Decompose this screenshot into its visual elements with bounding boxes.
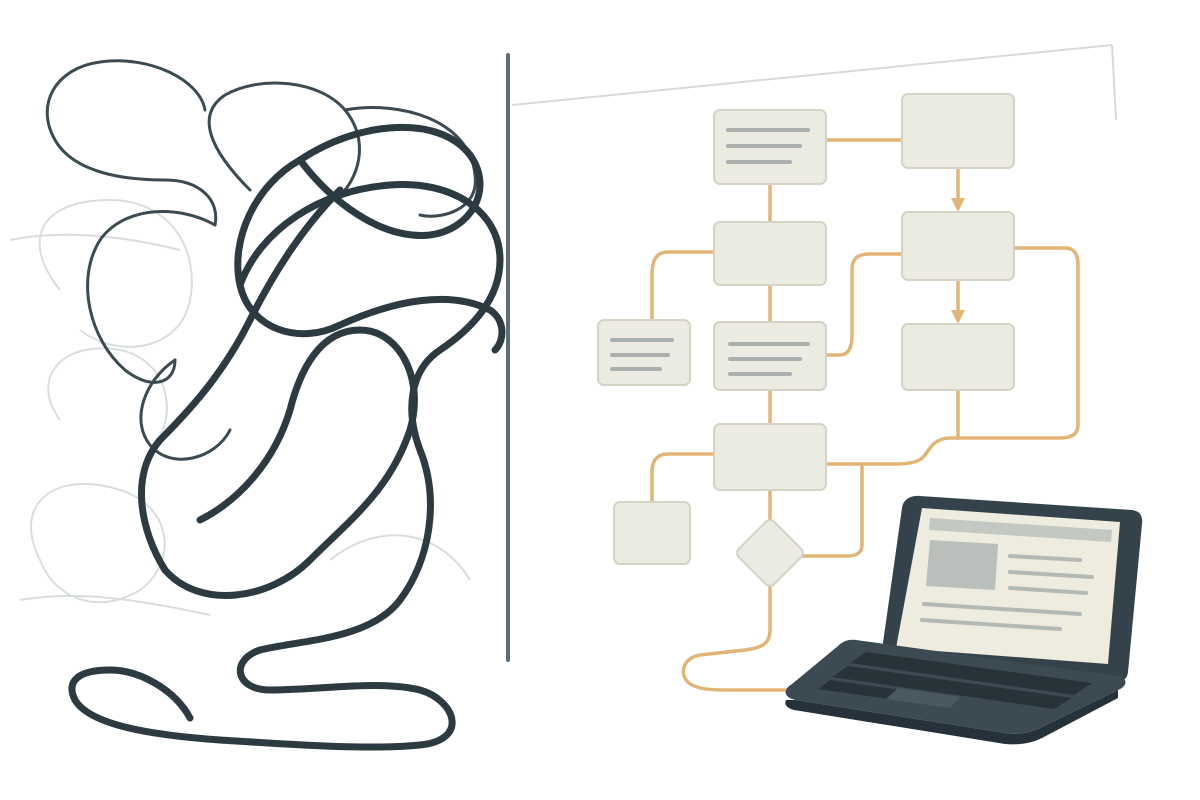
laptop-screen-content: [920, 518, 1112, 631]
flow-box: [901, 93, 1015, 169]
arrow-heads: [951, 198, 965, 324]
decision-diamond: [736, 519, 804, 587]
thick-tangle: [68, 123, 506, 751]
flow-box: [713, 423, 827, 491]
flow-box: [901, 323, 1015, 391]
flow-box: [597, 319, 691, 386]
connector-lines: [650, 138, 1080, 692]
flow-box: [713, 321, 827, 391]
flow-box: [901, 211, 1015, 281]
flow-box: [713, 221, 827, 286]
divider: [506, 44, 1117, 662]
ghost-loops: [9, 198, 471, 616]
flowchart-illustration: [597, 93, 1080, 692]
laptop-icon: [785, 495, 1143, 745]
box-text-lines: [610, 128, 810, 376]
thin-loops: [45, 59, 477, 461]
tangle-illustration: [9, 59, 506, 751]
flow-box: [613, 501, 691, 565]
